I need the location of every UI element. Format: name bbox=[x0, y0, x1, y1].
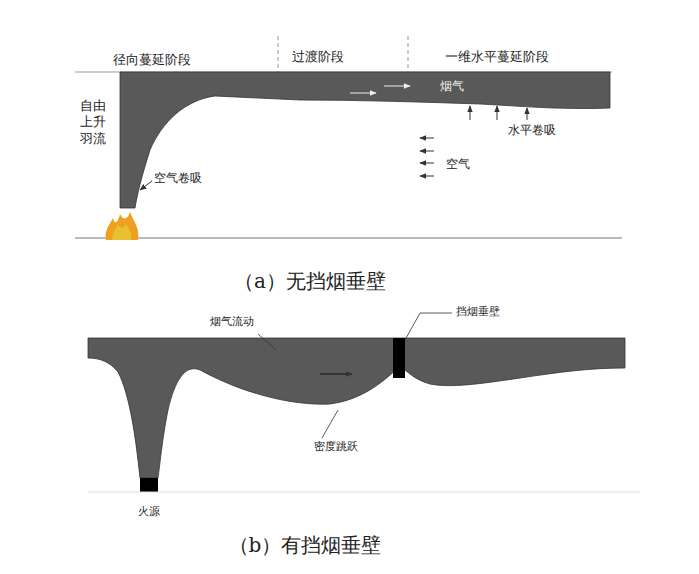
entrainment-arrow bbox=[140, 181, 152, 190]
stage-title: 径向蔓延阶段 bbox=[113, 53, 191, 68]
figure-caption: （a）无挡烟垂壁 bbox=[234, 270, 386, 293]
stage-divider bbox=[278, 36, 279, 72]
stage-divider bbox=[408, 36, 409, 72]
annotation: 空气 bbox=[446, 158, 470, 172]
annotation: 烟气流动 bbox=[210, 316, 254, 329]
smoke-plume-layer bbox=[88, 338, 625, 478]
annotation: 挡烟垂壁 bbox=[456, 306, 500, 319]
plume-label: 自由上升羽流 bbox=[80, 98, 106, 147]
annotation: 密度跳跃 bbox=[314, 441, 358, 454]
leader-line bbox=[258, 334, 276, 350]
figure-caption: （b）有挡烟垂壁 bbox=[229, 534, 382, 557]
stage-title: 一维水平蔓延阶段 bbox=[445, 50, 549, 65]
smoke-plume-layer bbox=[120, 72, 610, 208]
entrainment-arrow bbox=[470, 106, 471, 120]
leader-line bbox=[405, 313, 452, 340]
air-arrow bbox=[420, 138, 434, 139]
flow-arrow bbox=[384, 86, 410, 87]
fire-source bbox=[140, 478, 158, 492]
flow-arrow bbox=[320, 374, 352, 375]
entrainment-arrow bbox=[527, 108, 528, 120]
air-arrow bbox=[420, 151, 434, 152]
leader-line bbox=[322, 410, 338, 438]
floor-line bbox=[75, 238, 622, 239]
annotation: 空气卷吸 bbox=[154, 172, 202, 186]
smoke-curtain bbox=[393, 338, 405, 378]
annotation: 火源 bbox=[138, 506, 160, 519]
air-arrow bbox=[420, 176, 434, 177]
flow-arrow bbox=[350, 93, 376, 94]
entrainment-arrow bbox=[497, 106, 498, 120]
stage-title: 过渡阶段 bbox=[292, 50, 344, 65]
annotation: 水平卷吸 bbox=[508, 124, 556, 138]
floor-line bbox=[88, 492, 640, 493]
air-arrow bbox=[420, 163, 434, 164]
smoke-label: 烟气 bbox=[440, 80, 464, 94]
fire-symbol bbox=[106, 212, 139, 240]
